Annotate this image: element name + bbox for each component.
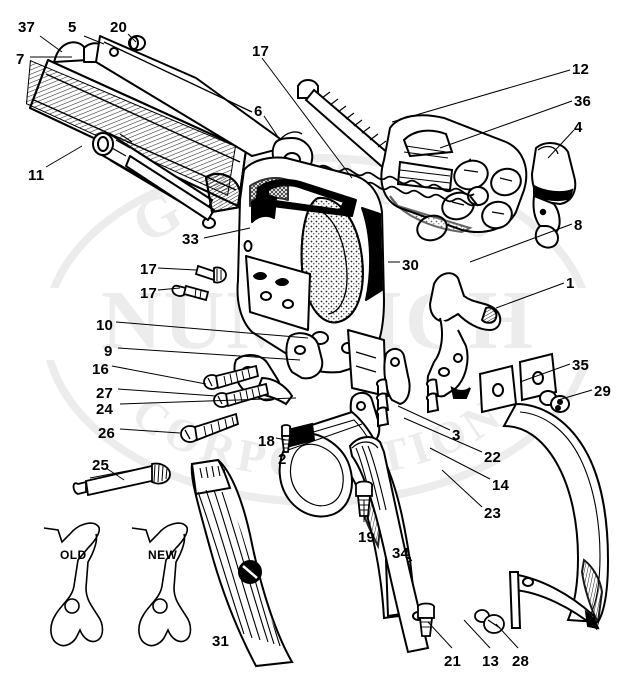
part-pin-29	[539, 390, 570, 413]
callout-number-16-18: 16	[92, 361, 110, 378]
callout-number-34-26: 34	[392, 545, 410, 562]
callout-number-17-5: 17	[252, 43, 270, 60]
callout-number-4-9: 4	[574, 119, 583, 136]
callout-number-36-8: 36	[574, 93, 592, 110]
callout-number-11-4: 11	[28, 167, 45, 184]
callout-leader-lines	[30, 33, 593, 649]
leader-line-24-20	[119, 397, 297, 405]
part-pin-17-a	[194, 264, 227, 284]
part-grip-screw-hole	[238, 560, 262, 584]
callout-number-24-20: 24	[96, 401, 114, 418]
leader-line-26-21	[119, 428, 181, 434]
leader-line-22-28	[403, 417, 483, 453]
callout-number-7-3: 7	[16, 51, 25, 68]
leader-line-17-5	[261, 57, 353, 179]
leader-line-25-22	[105, 467, 125, 481]
leader-line-35-31	[519, 363, 571, 383]
callout-number-25-22: 25	[92, 457, 110, 474]
leader-line-10-16	[115, 321, 309, 339]
part-mainspring-variants	[43, 522, 192, 647]
leader-line-18-23	[275, 437, 287, 441]
callout-number-10-16: 10	[96, 317, 114, 334]
callout-number-18-23: 18	[258, 433, 276, 450]
leader-line-1-11	[495, 282, 565, 309]
variant-label-old: OLD	[60, 548, 87, 562]
callout-number-37-0: 37	[18, 19, 36, 36]
part-pin-stack-2	[426, 378, 440, 414]
leader-line-12-7	[391, 69, 571, 123]
part-screw-18	[280, 424, 292, 453]
part-screw-26	[180, 412, 240, 443]
part-grip	[190, 458, 294, 668]
callout-number-30-13: 30	[402, 257, 420, 274]
spring-old-outline	[43, 522, 104, 647]
part-screw-28	[474, 609, 505, 634]
variant-label-new: NEW	[148, 548, 178, 562]
part-cylinder	[380, 114, 528, 242]
callout-number-31-33: 31	[212, 633, 230, 650]
callout-number-26-21: 26	[98, 425, 116, 442]
part-bolt	[285, 332, 324, 380]
callout-number-33-12: 33	[182, 231, 200, 248]
leader-line-36-8	[439, 100, 573, 149]
leader-line-17-14	[157, 267, 197, 271]
leader-line-29-32	[557, 389, 593, 401]
leader-line-3-27	[397, 405, 451, 431]
callout-number-23-30: 23	[484, 505, 502, 522]
leader-line-8-10	[469, 223, 573, 263]
callout-number-21-34: 21	[444, 653, 462, 670]
leader-line-23-30	[441, 469, 483, 508]
leader-line-20-2	[127, 33, 137, 43]
callout-number-19-25: 19	[358, 529, 376, 546]
callout-number-2-24: 2	[278, 451, 287, 468]
callout-number-29-32: 29	[594, 383, 612, 400]
leader-line-16-18	[111, 365, 207, 385]
leader-line-2-24	[287, 423, 363, 451]
leader-line-9-17	[117, 347, 301, 361]
part-pin-stack	[376, 378, 390, 428]
callout-number-17-14: 17	[140, 261, 158, 278]
part-screw-16	[203, 364, 260, 390]
part-screw-25	[72, 462, 171, 497]
leader-line-27-19	[117, 388, 217, 397]
part-backstrap-35	[478, 352, 610, 631]
callout-number-3-27: 3	[452, 427, 461, 444]
part-barrel-rib	[95, 35, 291, 157]
leader-line-28-36	[495, 623, 519, 649]
callout-number-6-6: 6	[254, 103, 263, 120]
callout-number-20-2: 20	[110, 19, 128, 36]
spring-new-outline	[131, 522, 192, 647]
callout-number-28-36: 28	[512, 653, 530, 670]
callout-number-12-7: 12	[572, 61, 590, 78]
callout-number-5-1: 5	[68, 19, 77, 36]
callout-number-22-28: 22	[484, 449, 502, 466]
part-hammer	[530, 142, 577, 249]
leader-line-11-4	[45, 145, 83, 168]
callout-number-27-19: 27	[96, 385, 114, 402]
callout-number-13-35: 13	[482, 653, 500, 670]
callout-number-9-17: 9	[104, 343, 113, 360]
part-small-screws	[280, 424, 505, 637]
leader-line-14-29	[429, 447, 491, 480]
leader-line-5-1	[83, 35, 105, 45]
part-frame	[236, 156, 387, 397]
part-hand-1	[426, 272, 502, 399]
leader-line-17-15	[157, 287, 181, 291]
callout-number-17-15: 17	[140, 285, 158, 302]
leader-line-6-6	[263, 115, 281, 141]
callout-number-14-29: 14	[492, 477, 510, 494]
leader-line-21-34	[427, 621, 453, 649]
leader-line-37-0	[39, 35, 63, 53]
callout-number-1-11: 1	[566, 275, 575, 292]
part-pin-17-b	[171, 284, 210, 302]
leader-line-33-12	[203, 227, 251, 239]
part-front-sight	[53, 41, 89, 63]
leader-line-13-35	[463, 619, 491, 649]
part-pins-17-lower	[171, 264, 227, 302]
callout-number-35-31: 35	[572, 357, 590, 374]
callout-number-8-10: 8	[574, 217, 583, 234]
leader-line-4-9	[547, 129, 575, 159]
